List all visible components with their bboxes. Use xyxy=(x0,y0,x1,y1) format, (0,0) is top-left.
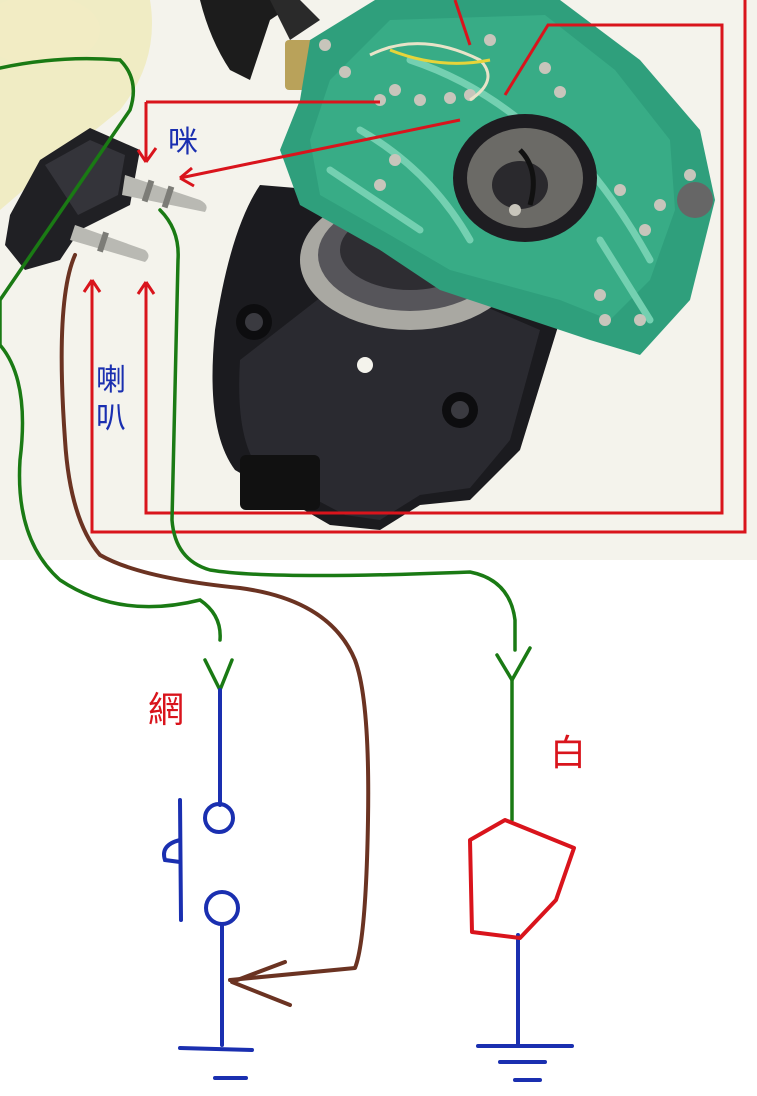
green-wiring xyxy=(0,56,532,822)
label-speaker-line2: 叭 xyxy=(96,401,126,436)
brown-wire-to-switch xyxy=(59,253,371,982)
switch-lever xyxy=(178,798,183,922)
green-wire-mesh xyxy=(0,56,222,642)
green-wire-white xyxy=(158,208,517,652)
label-white: 白 xyxy=(550,733,586,774)
pcb-board xyxy=(280,0,715,355)
switch-contact-top xyxy=(203,802,235,834)
red-wiring xyxy=(82,0,747,534)
mic-red-line-top xyxy=(453,0,472,46)
switch-contact-bottom xyxy=(204,890,240,926)
radio-mic-housing xyxy=(212,185,560,530)
label-mic: 咪 xyxy=(168,125,198,160)
brown-wiring xyxy=(59,253,371,1007)
ground-left-line1 xyxy=(178,1046,254,1052)
label-speaker-line1: 喇 xyxy=(96,363,126,398)
switch-button xyxy=(162,838,182,864)
brown-arrowhead xyxy=(230,960,292,1007)
blue-schematic xyxy=(162,688,574,1082)
mic-red-wire-outer xyxy=(90,0,747,534)
label-mesh: 網 xyxy=(148,690,184,731)
mic-red-line-diag xyxy=(179,118,461,180)
speaker-red-wire-inner xyxy=(144,23,724,515)
microphone-symbol xyxy=(468,818,576,940)
